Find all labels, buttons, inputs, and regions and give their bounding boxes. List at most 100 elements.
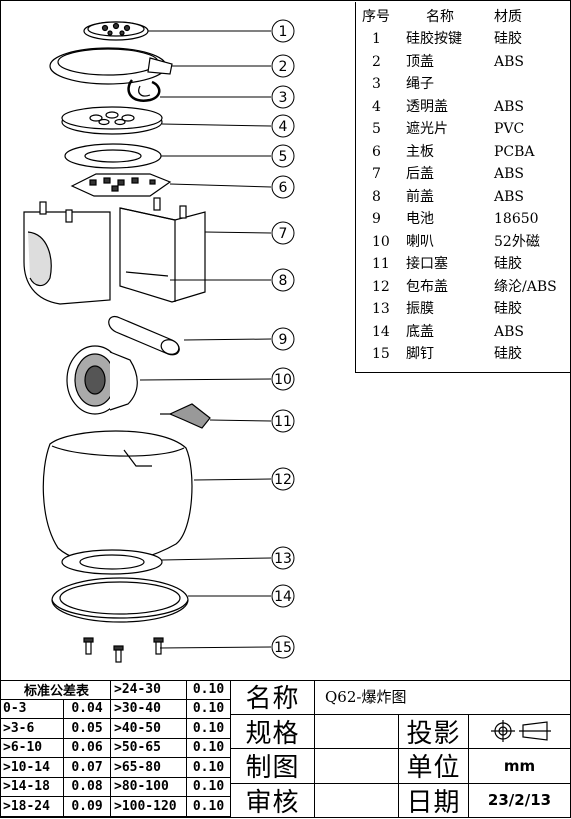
callout-circle (271, 635, 295, 659)
parts-cell-material: ABS (494, 166, 524, 182)
parts-cell-name: 振膜 (406, 301, 434, 317)
callout-number: 2 (279, 59, 288, 75)
tolerance-range: 0-3 (0, 699, 64, 719)
parts-cell-name: 主板 (406, 143, 434, 160)
tolerance-range: >14-18 (0, 777, 64, 797)
part-rope (127, 79, 161, 102)
leader-line (161, 123, 272, 127)
parts-cell-name: 包布盖 (406, 278, 448, 295)
parts-cell-material: 硅胶 (494, 256, 522, 272)
part-diaphragm (61, 549, 163, 575)
tolerance-value: 0.10 (187, 738, 231, 758)
header-no: 序号 (362, 9, 390, 25)
callout-circle (271, 409, 295, 433)
tolerance-range: >80-100 (111, 777, 187, 797)
callout-circle (271, 85, 295, 109)
part-foot-nails (83, 637, 164, 663)
part-speaker (66, 345, 138, 415)
parts-cell-name: 底盖 (406, 323, 434, 340)
callout-circle (271, 327, 295, 351)
parts-cell-no: 11 (372, 256, 390, 272)
leader-line (204, 231, 272, 234)
tolerance-value: 0.07 (64, 758, 111, 778)
tolerance-value: 0.10 (187, 777, 231, 797)
callout-number: 12 (274, 472, 292, 488)
leader-line (183, 338, 272, 341)
callout-number: 7 (279, 226, 288, 242)
parts-cell-no: 15 (372, 346, 390, 362)
callout-number: 11 (274, 414, 292, 430)
part-port-plug (160, 403, 211, 429)
tolerance-value: 0.06 (64, 738, 111, 758)
parts-cell-no: 7 (372, 166, 381, 182)
parts-cell-no: 10 (372, 233, 390, 250)
parts-cell-name: 喇叭 (406, 233, 434, 250)
parts-cell-name: 绳子 (406, 76, 434, 92)
tolerance-value: 0.10 (187, 699, 231, 719)
leader-line (193, 478, 272, 481)
callout-number: 1 (279, 24, 288, 40)
callout-circle (271, 175, 295, 199)
callout-circle (271, 144, 295, 168)
name-value: Q62-爆炸图 (315, 680, 571, 715)
callout-number: 14 (274, 589, 292, 605)
tolerance-value: 0.04 (64, 699, 111, 719)
tolerance-value: 0.09 (64, 797, 111, 817)
parts-row: 4 透明盖 ABS (356, 96, 570, 118)
drawn-label: 制图 (231, 749, 315, 784)
parts-cell-no: 4 (372, 98, 381, 115)
parts-cell-no: 1 (372, 31, 381, 47)
tolerance-range: >30-40 (111, 699, 187, 719)
date-value: 23/2/13 (469, 783, 571, 818)
parts-cell-material: 52外磁 (494, 233, 540, 250)
callout-number: 5 (279, 149, 288, 165)
spec-label: 规格 (231, 714, 315, 749)
parts-cell-name: 硅胶按键 (406, 31, 462, 47)
tolerance-value: 0.10 (187, 758, 231, 778)
parts-cell-no: 2 (372, 53, 381, 70)
part-silicone-button (83, 21, 149, 41)
part-fabric-cover (42, 430, 193, 564)
leader-line (159, 646, 272, 649)
callout-number: 3 (279, 90, 288, 106)
projection-symbol (469, 714, 571, 749)
callout-number: 6 (279, 180, 288, 196)
parts-cell-material: ABS (494, 188, 524, 205)
leader-line (161, 557, 272, 561)
parts-cell-name: 透明盖 (406, 98, 448, 115)
tolerance-range: >65-80 (111, 758, 187, 778)
tolerance-range: >40-50 (111, 719, 187, 739)
parts-cell-name: 顶盖 (406, 53, 434, 70)
projection-symbol-icon (490, 720, 551, 743)
callout-number: 13 (274, 551, 292, 567)
parts-cell-no: 8 (372, 188, 381, 205)
parts-cell-material: ABS (494, 98, 524, 115)
callout-circle (271, 19, 295, 43)
parts-cell-name: 脚钉 (406, 346, 434, 362)
unit-value: mm (469, 749, 571, 784)
part-main-board (70, 173, 172, 197)
parts-cell-material: 硅胶 (494, 301, 522, 317)
tolerance-value: 0.10 (187, 680, 231, 700)
callout-circle (271, 221, 295, 245)
callout-number: 4 (279, 119, 288, 135)
callout-number: 9 (279, 332, 288, 348)
parts-cell-name: 遮光片 (406, 121, 448, 137)
callout-circle (271, 54, 295, 78)
parts-cell-material: 18650 (494, 211, 539, 227)
header-name: 名称 (426, 9, 454, 25)
parts-cell-material: 绦沦/ABS (494, 278, 557, 295)
tolerance-range: >100-120 (111, 797, 187, 817)
callout-circle (271, 268, 295, 292)
